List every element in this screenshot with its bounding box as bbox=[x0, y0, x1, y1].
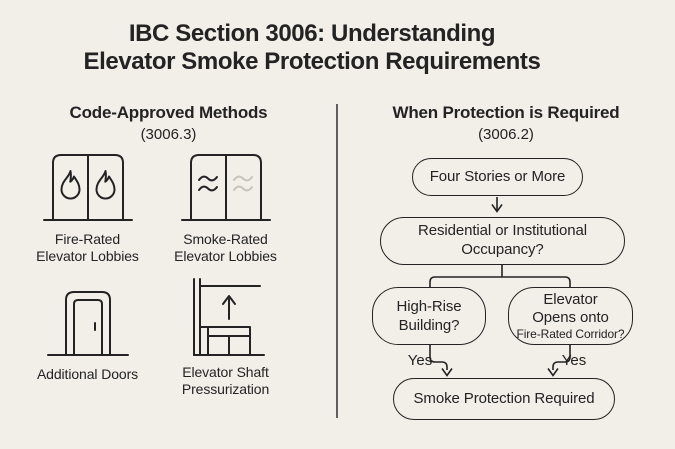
flow-node-label: Elevator Opens onto bbox=[532, 290, 609, 326]
yes-label-left: Yes bbox=[407, 352, 433, 369]
flow-node-elevator-corridor: Elevator Opens onto Fire-Rated Corridor? bbox=[508, 287, 633, 345]
left-column-header: Code-Approved Methods (3006.3) bbox=[0, 103, 337, 143]
branch-bar bbox=[429, 276, 571, 287]
additional-doors-icon bbox=[20, 285, 155, 359]
method-additional-doors: Additional Doors bbox=[20, 285, 155, 383]
flow-node-smoke-protection-required: Smoke Protection Required bbox=[393, 378, 615, 420]
method-label: Fire-Rated Elevator Lobbies bbox=[36, 231, 139, 264]
elevator-shaft-pressurization-icon bbox=[158, 277, 293, 357]
flow-node-high-rise: High-Rise Building? bbox=[372, 287, 486, 345]
column-divider bbox=[336, 104, 338, 418]
method-label: Smoke-Rated Elevator Lobbies bbox=[174, 231, 277, 264]
method-shaft-pressurization: Elevator Shaft Pressurization bbox=[158, 277, 293, 397]
fire-rated-elevator-lobby-icon bbox=[20, 150, 155, 224]
page-title: IBC Section 3006: Understanding Elevator… bbox=[0, 20, 624, 77]
right-column-header: When Protection is Required (3006.2) bbox=[337, 103, 675, 143]
arrowhead-down-icon bbox=[547, 368, 559, 377]
page-title-line-1: IBC Section 3006: Understanding bbox=[128, 20, 496, 47]
arrowhead-down-icon bbox=[491, 204, 503, 213]
left-column-heading: Code-Approved Methods bbox=[69, 103, 268, 122]
method-fire-rated-lobbies: Fire-Rated Elevator Lobbies bbox=[20, 150, 155, 264]
flow-node-label: Residential or Institutional Occupancy? bbox=[418, 222, 587, 258]
left-column-subheading: (3006.3) bbox=[140, 126, 197, 143]
method-smoke-rated-lobbies: Smoke-Rated Elevator Lobbies bbox=[158, 150, 293, 264]
flow-node-label: Smoke Protection Required bbox=[413, 389, 595, 407]
arrowhead-down-icon bbox=[441, 368, 453, 377]
flow-node-label: High-Rise Building? bbox=[396, 297, 462, 335]
flow-node-label-small: Fire-Rated Corridor? bbox=[516, 326, 625, 341]
right-column-subheading: (3006.2) bbox=[478, 126, 534, 143]
flow-node-occupancy: Residential or Institutional Occupancy? bbox=[380, 217, 625, 265]
yes-label-right: Yes bbox=[561, 352, 587, 369]
page-title-line-2: Elevator Smoke Protection Requirements bbox=[83, 48, 541, 76]
right-column-heading: When Protection is Required bbox=[392, 103, 620, 122]
flow-node-label: Four Stories or More bbox=[429, 167, 566, 185]
method-label: Additional Doors bbox=[36, 366, 139, 382]
method-label: Elevator Shaft Pressurization bbox=[181, 364, 270, 397]
smoke-rated-elevator-lobby-icon bbox=[158, 150, 293, 224]
flow-node-four-stories: Four Stories or More bbox=[412, 158, 583, 196]
